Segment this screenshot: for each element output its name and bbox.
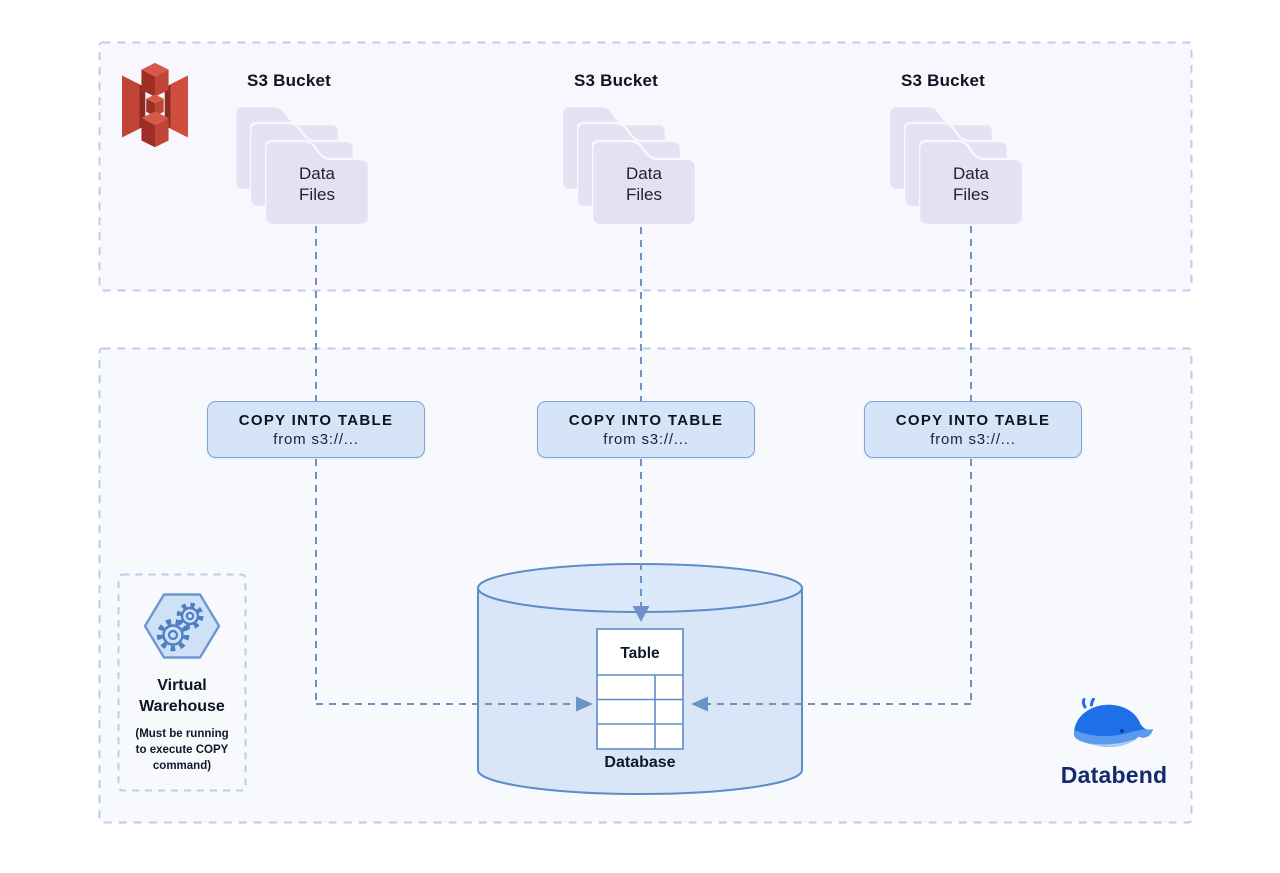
vw-note-line: command) (152, 760, 212, 772)
vw-title-line: Virtual (157, 677, 207, 694)
copy-command-subtitle: from s3://... (273, 430, 359, 448)
folder-label-line: Files (953, 185, 989, 204)
copy-command-subtitle: from s3://... (930, 430, 1016, 448)
folder-label-line: Data (626, 164, 662, 183)
aws-s3-bucket-icon (122, 62, 188, 148)
folder-label-line: Files (299, 185, 335, 204)
folder-icon (265, 139, 369, 227)
databend-whale-icon (1074, 698, 1153, 747)
folder-label: Data Files (592, 163, 696, 205)
gear-icon (156, 618, 190, 652)
copy-command-subtitle: from s3://... (603, 430, 689, 448)
folder-icon (919, 139, 1023, 227)
s3-bucket-title: S3 Bucket (246, 71, 331, 90)
virtual-warehouse-box: Virtual Warehouse (Must be running to ex… (117, 573, 247, 792)
copy-into-table-box: COPY INTO TABLE from s3://... (864, 401, 1082, 458)
folder-label: Data Files (265, 163, 369, 205)
database-label: Database (604, 754, 676, 771)
whale-body (1074, 704, 1153, 747)
folder-label-line: Data (299, 164, 335, 183)
databend-wordmark: Databend (1060, 762, 1168, 788)
table-icon: Table (596, 628, 684, 750)
folder-label: Data Files (919, 163, 1023, 205)
gear-icon (176, 602, 204, 630)
s3-bucket-title: S3 Bucket (900, 71, 985, 90)
virtual-warehouse-note: (Must be running to execute COPY command… (135, 726, 228, 774)
databend-logo: Databend (1048, 698, 1180, 789)
vw-note-line: to execute COPY (135, 744, 229, 756)
virtual-warehouse-title: Virtual Warehouse (139, 675, 225, 717)
cylinder-top (477, 563, 803, 613)
copy-command-title: COPY INTO TABLE (238, 411, 394, 429)
database-cylinder: Table (477, 563, 803, 795)
whale-spout (1081, 698, 1095, 709)
copy-into-table-box: COPY INTO TABLE from s3://... (537, 401, 755, 458)
vw-title-line: Warehouse (139, 698, 225, 715)
copy-command-title: COPY INTO TABLE (895, 411, 1051, 429)
vw-note-line: (Must be running (135, 728, 229, 740)
copy-command-title: COPY INTO TABLE (568, 411, 724, 429)
copy-into-table-box: COPY INTO TABLE from s3://... (207, 401, 425, 458)
whale-eye (1120, 729, 1124, 733)
folder-label-line: Files (626, 185, 662, 204)
s3-bucket-title: S3 Bucket (573, 71, 658, 90)
gears-hexagon-icon (143, 593, 221, 659)
folder-icon (592, 139, 696, 227)
folder-label-line: Data (953, 164, 989, 183)
table-title: Table (620, 645, 660, 662)
